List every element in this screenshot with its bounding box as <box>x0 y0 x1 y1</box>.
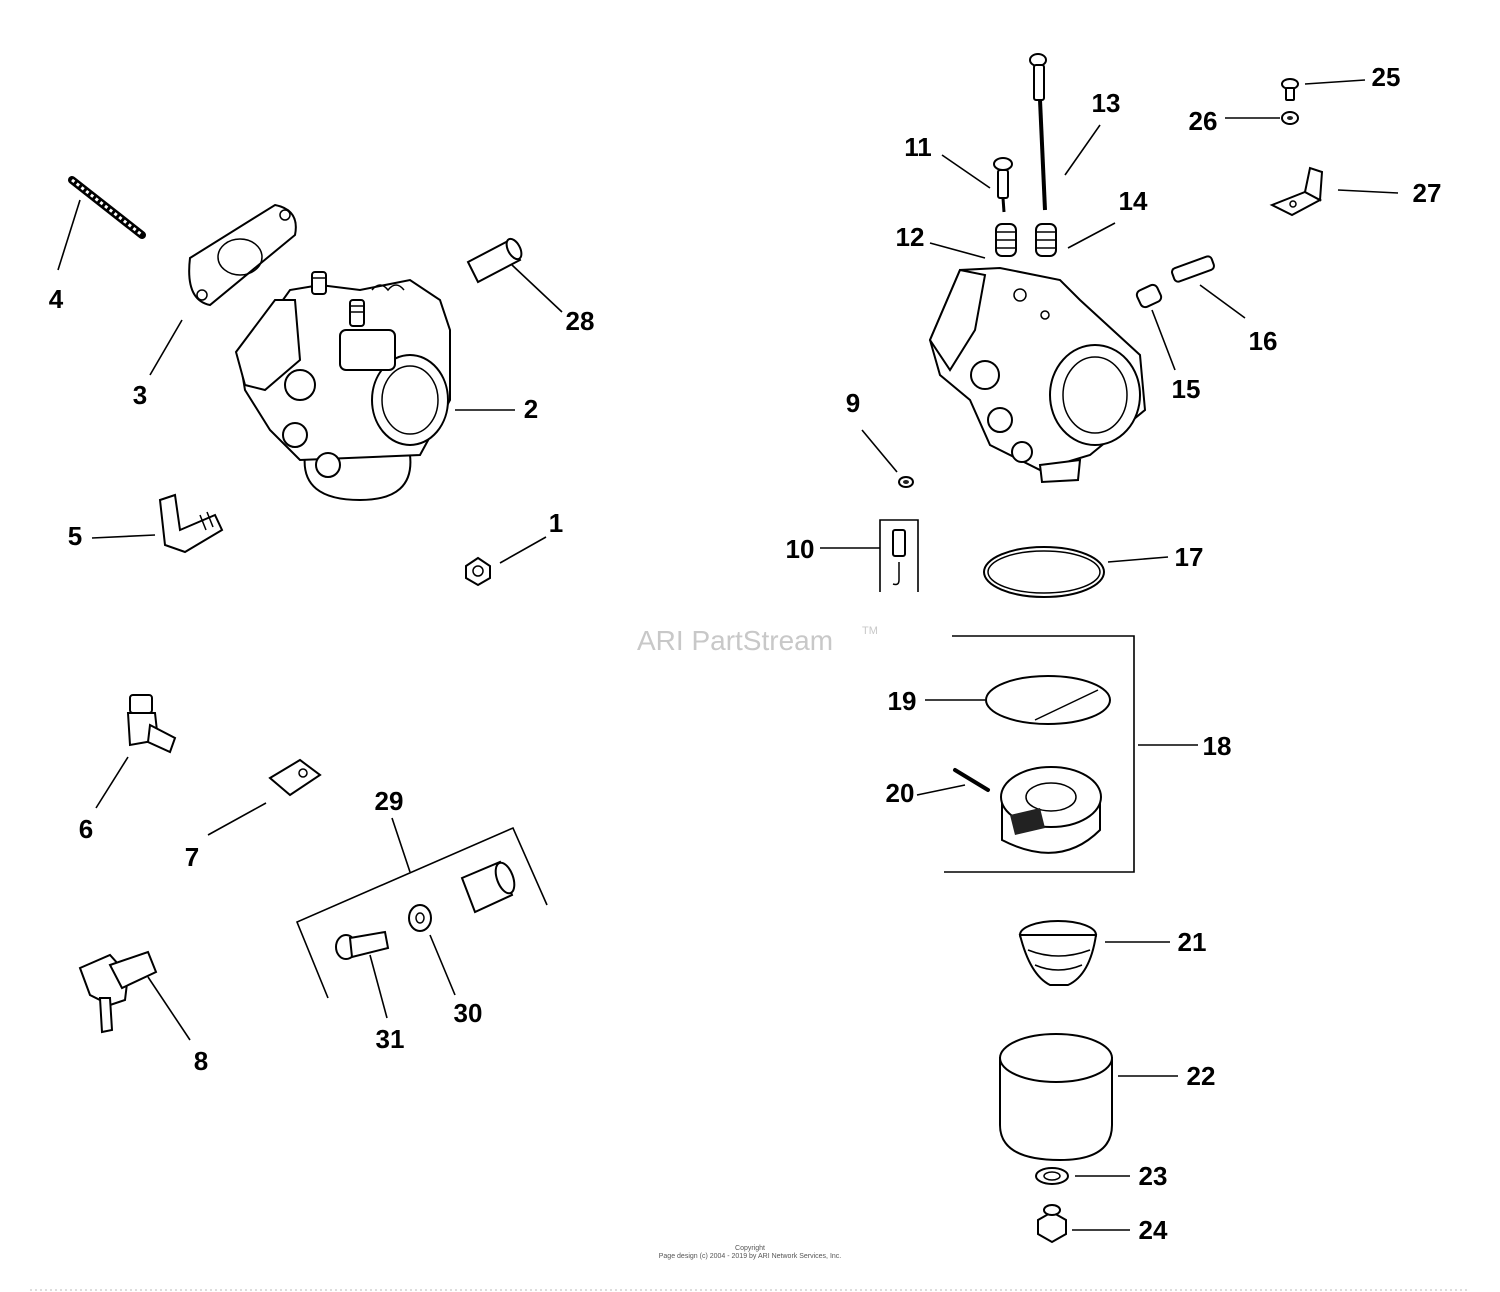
callout-26: 26 <box>1189 106 1218 136</box>
callout-6: 6 <box>79 814 93 844</box>
leader-lines <box>57 79 1399 1231</box>
callout-labels: 1 2 3 4 5 6 7 8 9 10 11 12 13 14 15 16 1… <box>49 62 1442 1245</box>
callout-28: 28 <box>566 306 595 336</box>
jet-part-10 <box>879 519 919 592</box>
nut-part-29 <box>460 860 516 914</box>
washer-part-26 <box>1281 111 1299 125</box>
callout-10: 10 <box>786 534 815 564</box>
kit-18-bracket <box>944 635 1135 873</box>
float-part-18 <box>1000 766 1102 854</box>
sleeve-part-28 <box>466 237 523 284</box>
callout-24: 24 <box>1139 1215 1168 1245</box>
washer-part-30 <box>408 904 432 932</box>
drain-nut-part-24 <box>1037 1204 1067 1244</box>
callout-1: 1 <box>549 508 563 538</box>
spring-part-12 <box>995 223 1017 257</box>
gasket-part-19 <box>985 675 1111 725</box>
callout-5: 5 <box>68 521 82 551</box>
callout-14: 14 <box>1119 186 1148 216</box>
spring-part-15 <box>1135 283 1163 309</box>
watermark: ARI PartStream TM <box>637 625 878 656</box>
kit-29-bracket <box>295 826 548 999</box>
elbow-fitting-part-5 <box>158 493 224 554</box>
float-bowl-part-22 <box>999 1033 1113 1162</box>
spring-part-14 <box>1035 223 1057 257</box>
callout-4: 4 <box>49 284 64 314</box>
watermark-text: ARI PartStream <box>637 625 833 656</box>
screw-part-31 <box>335 930 390 960</box>
stud-part-4 <box>68 176 146 239</box>
callout-21: 21 <box>1178 927 1207 957</box>
callout-13: 13 <box>1092 88 1121 118</box>
callout-16: 16 <box>1249 326 1278 356</box>
callout-17: 17 <box>1175 542 1204 572</box>
gasket-ring-part-17 <box>983 546 1105 598</box>
screw-part-25 <box>1281 78 1299 101</box>
watermark-tm: TM <box>862 625 878 637</box>
screw-part-11 <box>993 157 1013 213</box>
callout-30: 30 <box>454 998 483 1028</box>
elbow-fitting-part-8 <box>78 950 158 1034</box>
carburetor-body <box>928 266 1147 484</box>
footer-copyright: Copyright <box>735 1245 765 1252</box>
callout-8: 8 <box>194 1046 208 1076</box>
callout-27: 27 <box>1413 178 1442 208</box>
washer-part-23 <box>1035 1167 1069 1185</box>
callout-25: 25 <box>1372 62 1401 92</box>
callout-23: 23 <box>1139 1161 1168 1191</box>
callout-3: 3 <box>133 380 147 410</box>
callout-19: 19 <box>888 686 917 716</box>
fitting-part-7 <box>268 758 322 797</box>
callout-11: 11 <box>904 132 932 162</box>
footer: Copyright Page design (c) 2004 - 2019 by… <box>30 1245 1470 1291</box>
footer-page-design: Page design (c) 2004 - 2019 by ARI Netwo… <box>659 1253 842 1260</box>
oring-part-9 <box>898 476 914 488</box>
callout-31: 31 <box>376 1024 405 1054</box>
callout-29: 29 <box>375 786 404 816</box>
nut-part-1 <box>465 556 491 587</box>
bracket-part-27 <box>1269 166 1324 217</box>
needle-part-13 <box>1029 53 1047 211</box>
pin-part-20 <box>953 768 990 792</box>
gasket-part-3 <box>188 203 297 307</box>
callout-9: 9 <box>846 388 860 418</box>
elbow-fitting-part-6 <box>126 694 177 754</box>
callout-20: 20 <box>886 778 915 808</box>
screw-part-16 <box>1170 255 1216 283</box>
callout-18: 18 <box>1203 731 1232 761</box>
callout-12: 12 <box>896 222 925 252</box>
callout-22: 22 <box>1187 1061 1216 1091</box>
callout-2: 2 <box>524 394 538 424</box>
carburetor-assembly <box>234 271 451 502</box>
callout-15: 15 <box>1172 374 1201 404</box>
callout-7: 7 <box>185 842 199 872</box>
bowl-part-21 <box>1018 920 1098 986</box>
